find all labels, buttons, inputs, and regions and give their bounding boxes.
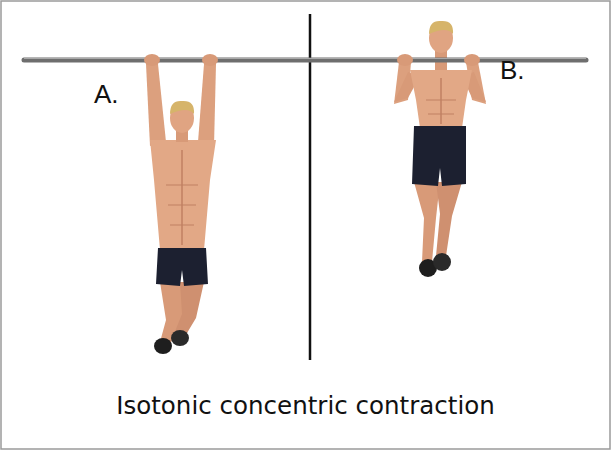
shoe (433, 253, 451, 271)
shoe (171, 330, 189, 346)
leg (174, 282, 204, 338)
arm (198, 64, 216, 146)
shoe (154, 338, 172, 354)
hand (144, 54, 160, 66)
panel-letter: B. (500, 56, 525, 85)
hand (202, 54, 218, 66)
shorts (156, 248, 208, 286)
panel-divider (309, 14, 312, 360)
hair (429, 21, 453, 34)
leg (414, 182, 440, 262)
hand (464, 54, 480, 66)
figure-caption: Isotonic concentric contraction (0, 392, 611, 419)
ab-line (166, 185, 198, 225)
arm (146, 64, 166, 146)
hair (170, 101, 194, 114)
leg (436, 182, 462, 256)
torso (150, 140, 216, 250)
torso (410, 70, 472, 128)
panel-letter: A. (94, 80, 119, 109)
ab-line (181, 150, 183, 245)
ab-line (426, 100, 456, 114)
shorts (412, 126, 466, 186)
ab-line (440, 78, 442, 124)
hand (397, 54, 413, 66)
hanging-man (146, 64, 216, 354)
